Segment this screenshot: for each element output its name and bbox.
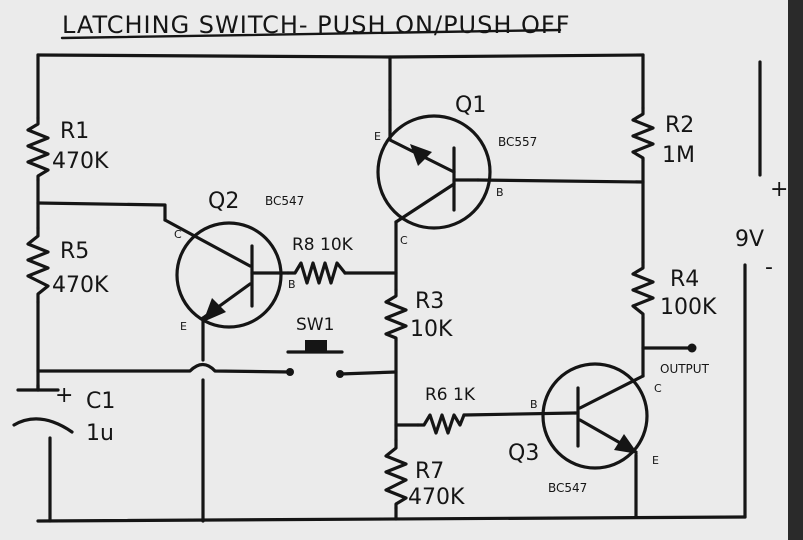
q2-pin-b: B — [288, 278, 296, 291]
q2-pin-e: E — [180, 320, 187, 333]
q3-label: Q3 — [508, 441, 539, 466]
resistor-r8 — [286, 261, 347, 285]
q1-type: BC557 — [498, 135, 537, 149]
wire-q2-collector — [36, 201, 167, 222]
resistor-r5 — [26, 226, 50, 304]
r2-label: R2 — [665, 113, 694, 138]
switch-sw1 — [286, 340, 344, 378]
q1-emitter-arrow — [410, 144, 432, 166]
sw1-terminal-right — [336, 370, 344, 378]
r5-label: R5 — [60, 239, 89, 264]
q1-body — [376, 114, 492, 230]
q2-type: BC547 — [265, 194, 304, 208]
sw1-label: SW1 — [296, 315, 334, 335]
title-underline — [60, 28, 562, 40]
r7-value: 470K — [408, 485, 465, 510]
resistor-r2 — [631, 106, 655, 162]
r7-label: R7 — [415, 459, 444, 484]
c1-plate-bottom — [12, 417, 74, 434]
r4-value: 100K — [660, 295, 717, 320]
supply-plus: + — [770, 177, 788, 202]
r6-label: R6 1K — [425, 385, 476, 405]
supply-minus: - — [765, 255, 773, 280]
r2-value: 1M — [662, 143, 695, 168]
r3-label: R3 — [415, 289, 444, 314]
q2-label: Q2 — [208, 189, 239, 214]
resistor-r4 — [631, 260, 655, 320]
q2-pin-c: C — [174, 228, 182, 241]
resistor-r1 — [26, 116, 50, 182]
q3-emitter-arrow — [614, 434, 638, 454]
q2-emitter-arrow — [203, 298, 226, 322]
r4-label: R4 — [670, 267, 699, 292]
resistor-r6 — [416, 413, 466, 435]
q2-collector-lead — [163, 218, 252, 268]
wire-r6-q3-base — [462, 411, 577, 417]
wire-switch-node — [338, 370, 398, 376]
transistor-q3 — [541, 362, 649, 470]
q1-pin-b: B — [496, 186, 504, 199]
q3-pin-e: E — [652, 454, 659, 467]
r8-label: R8 10K — [292, 235, 354, 255]
q3-body — [541, 362, 649, 470]
transistor-q2 — [163, 218, 290, 329]
board-edge — [788, 0, 803, 540]
q2-body — [175, 221, 283, 329]
r3-value: 10K — [410, 317, 453, 342]
wire-q1-base — [476, 178, 645, 184]
q3-type: BC547 — [548, 481, 587, 495]
q1-collector-lead — [394, 182, 456, 224]
wires — [36, 53, 762, 523]
c1-polarity: + — [55, 383, 73, 408]
resistor-r7 — [384, 438, 408, 510]
wire-c1-switch — [36, 362, 292, 374]
sw1-button — [305, 340, 327, 352]
q1-pin-c: C — [400, 234, 408, 247]
c1-value: 1u — [86, 421, 114, 446]
top-rail-wire — [36, 53, 645, 59]
bottom-rail-wire — [36, 515, 747, 523]
q3-pin-b: B — [530, 398, 538, 411]
q1-pin-e: E — [374, 130, 381, 143]
r5-value: 470K — [52, 273, 109, 298]
output-terminal — [687, 343, 697, 353]
q3-collector-lead — [578, 374, 645, 410]
output-label: OUTPUT — [660, 362, 710, 376]
q1-label: Q1 — [455, 93, 486, 118]
r1-label: R1 — [60, 119, 89, 144]
transistor-q1 — [376, 108, 492, 230]
sw1-terminal-left — [286, 368, 294, 376]
q1-emitter-lead — [388, 108, 456, 174]
c1-label: C1 — [86, 389, 115, 414]
resistor-r3 — [384, 288, 408, 342]
r1-value: 470K — [52, 149, 109, 174]
supply-voltage: 9V — [735, 227, 764, 252]
q3-pin-c: C — [654, 382, 662, 395]
